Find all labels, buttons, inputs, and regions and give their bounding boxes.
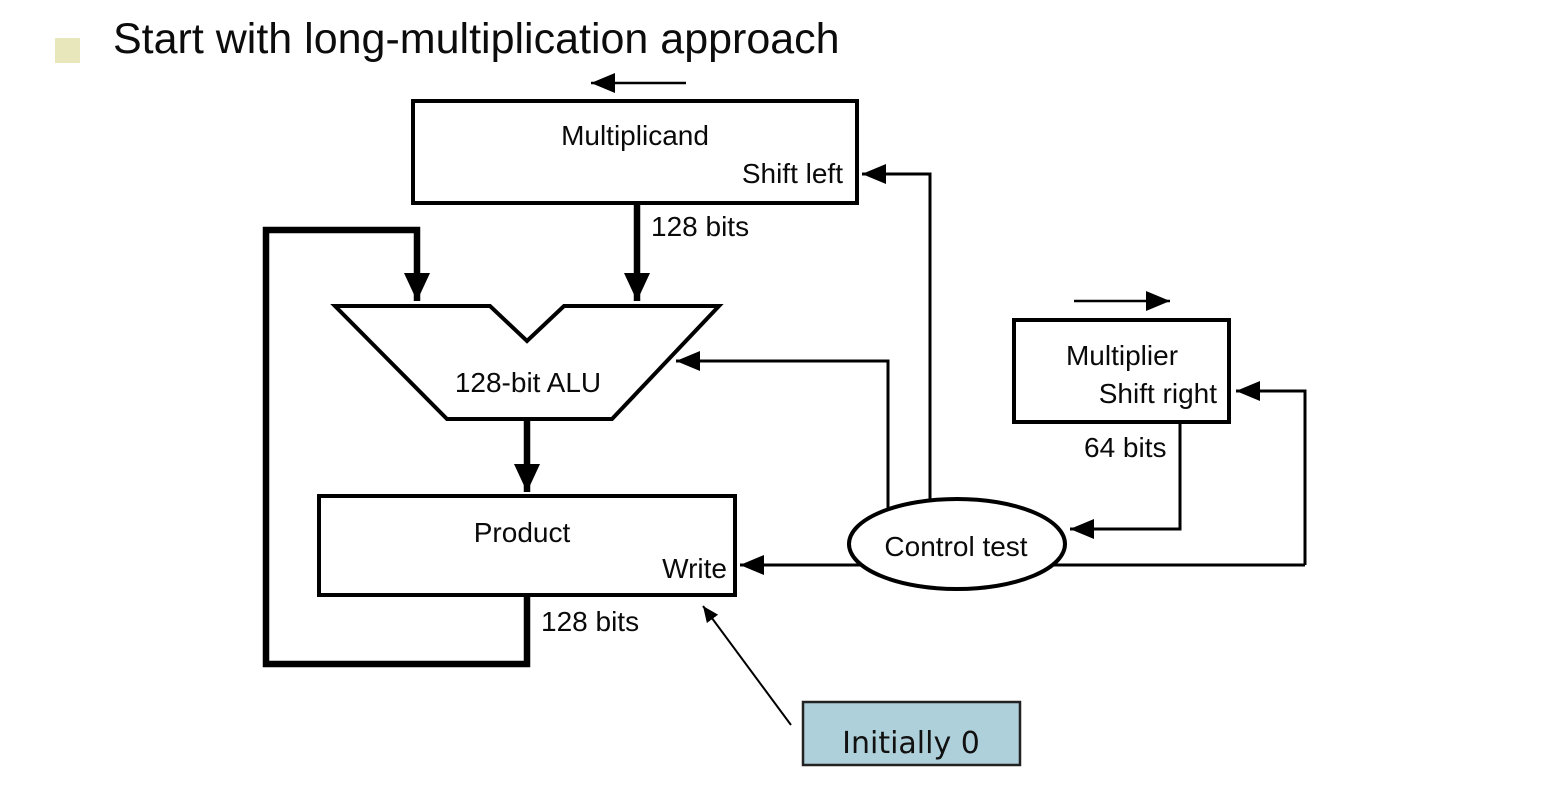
product-width-label: 128 bits — [541, 606, 639, 637]
product-to-alu-feedback-path — [262, 226, 531, 668]
multiplicand-width-label: 128 bits — [651, 211, 749, 242]
multiplicand-label: Multiplicand — [561, 120, 709, 151]
multiplier-width-label: 64 bits — [1084, 432, 1167, 463]
initially-zero-pointer-arrow — [702, 605, 792, 726]
control-to-alu-path — [676, 351, 890, 509]
product-register-box — [317, 494, 737, 597]
multiplicand-register-box — [411, 99, 859, 205]
shift-left-label: Shift left — [742, 158, 843, 189]
multiplier-register-box — [1012, 318, 1231, 424]
control-to-shift-right-path — [1236, 381, 1307, 565]
write-label: Write — [662, 553, 727, 584]
shift-right-label: Shift right — [1099, 378, 1217, 409]
initially-zero-label: Initially 0 — [842, 726, 980, 761]
bullet-icon — [55, 38, 80, 63]
control-to-shift-left-path — [862, 164, 932, 500]
initially-zero-note-box — [801, 700, 1022, 767]
product-label: Product — [474, 517, 571, 548]
multiplier-label: Multiplier — [1066, 340, 1178, 371]
slide-title: Start with long-multiplication approach — [113, 15, 840, 63]
control-test-label: Control test — [884, 531, 1027, 562]
alu-shape — [330, 304, 724, 421]
multiplier-lsb-to-control-path — [1070, 424, 1182, 539]
alu-label: 128-bit ALU — [455, 367, 601, 398]
control-test-ellipse — [847, 497, 1067, 591]
